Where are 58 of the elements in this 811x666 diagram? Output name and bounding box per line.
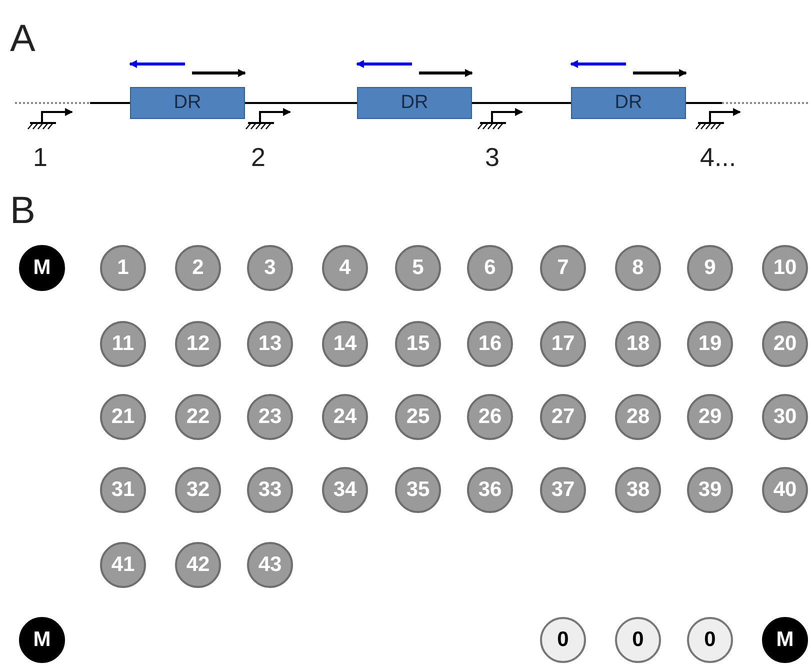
sample-circle: 21 [100, 394, 146, 440]
sample-circle: 32 [175, 467, 221, 513]
sample-circle: 12 [175, 321, 221, 367]
sample-circle: 36 [467, 467, 513, 513]
sample-circle: 41 [100, 542, 146, 588]
sample-circle: 38 [615, 467, 661, 513]
sample-circle: 31 [100, 467, 146, 513]
sample-circle: 26 [467, 394, 513, 440]
sample-circle: 3 [247, 245, 293, 291]
sample-circle: 29 [687, 394, 733, 440]
gene-box: DR [571, 87, 686, 119]
sample-circle: 5 [395, 245, 441, 291]
position-number: 4... [700, 142, 736, 173]
control-circle: 0 [615, 617, 661, 663]
sample-circle: 7 [540, 245, 586, 291]
gene-box: DR [130, 87, 245, 119]
sample-circle: 13 [247, 321, 293, 367]
panel-label: B [10, 190, 36, 233]
sample-circle: 16 [467, 321, 513, 367]
sample-circle: 9 [687, 245, 733, 291]
sample-circle: 8 [615, 245, 661, 291]
control-circle: 0 [687, 617, 733, 663]
sample-circle: 33 [247, 467, 293, 513]
sample-circle: 37 [540, 467, 586, 513]
sample-circle: 14 [322, 321, 368, 367]
sample-circle: 35 [395, 467, 441, 513]
sample-circle: 18 [615, 321, 661, 367]
sample-circle: 11 [100, 321, 146, 367]
panel-label: A [10, 18, 36, 61]
gene-box: DR [357, 87, 472, 119]
marker-circle: M [762, 617, 808, 663]
sample-circle: 19 [687, 321, 733, 367]
sample-circle: 24 [322, 394, 368, 440]
sample-circle: 1 [100, 245, 146, 291]
sample-circle: 4 [322, 245, 368, 291]
sample-circle: 27 [540, 394, 586, 440]
sample-circle: 10 [762, 245, 808, 291]
sample-circle: 43 [247, 542, 293, 588]
sample-circle: 6 [467, 245, 513, 291]
sample-circle: 34 [322, 467, 368, 513]
sample-circle: 2 [175, 245, 221, 291]
sample-circle: 28 [615, 394, 661, 440]
sample-circle: 40 [762, 467, 808, 513]
marker-circle: M [19, 245, 65, 291]
sample-circle: 30 [762, 394, 808, 440]
position-number: 1 [33, 142, 48, 173]
position-number: 3 [485, 142, 500, 173]
sample-circle: 22 [175, 394, 221, 440]
control-circle: 0 [540, 617, 586, 663]
sample-circle: 20 [762, 321, 808, 367]
sample-circle: 39 [687, 467, 733, 513]
sample-circle: 15 [395, 321, 441, 367]
sample-circle: 42 [175, 542, 221, 588]
sample-circle: 23 [247, 394, 293, 440]
sample-circle: 25 [395, 394, 441, 440]
sample-circle: 17 [540, 321, 586, 367]
marker-circle: M [19, 617, 65, 663]
position-number: 2 [251, 142, 266, 173]
